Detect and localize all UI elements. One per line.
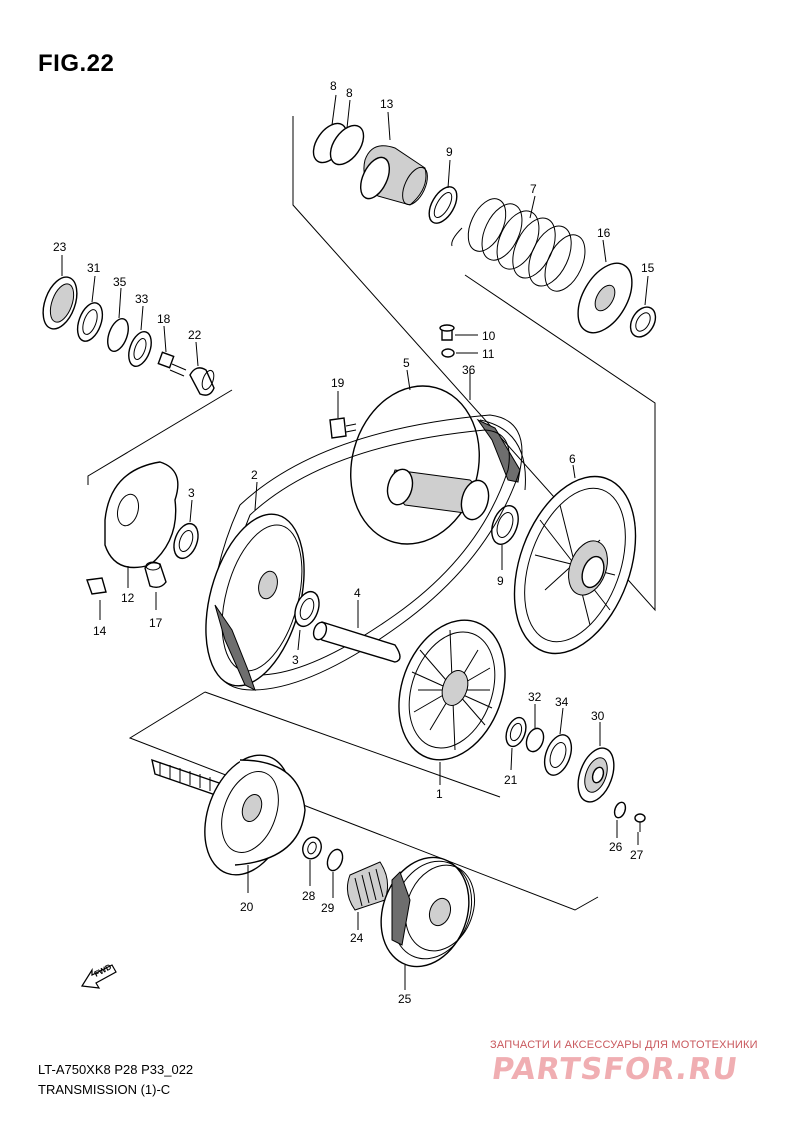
callout-label: 23: [53, 240, 67, 254]
part-29-washer: [326, 848, 344, 898]
callout-label: 27: [630, 848, 644, 862]
callout-label: 30: [591, 709, 605, 723]
part-17-roller: [144, 561, 167, 610]
part-33-washer: [128, 305, 152, 367]
fwd-arrow-icon: FWD: [80, 962, 117, 989]
part-36-cam-ring: [469, 372, 526, 491]
part-22-collar: [189, 341, 215, 396]
callout-label: 28: [302, 889, 316, 903]
part-14-slide-piece: [86, 577, 107, 620]
part-25-clutch-shoe: [380, 856, 475, 990]
callout-label: 16: [597, 226, 611, 240]
callout-label: 4: [354, 586, 361, 600]
callout-label: 6: [569, 452, 576, 466]
callout-label: 21: [504, 773, 518, 787]
part-5-driven-face: [350, 369, 490, 545]
callout-label: 15: [641, 261, 655, 275]
callout-label: 14: [93, 624, 107, 638]
part-9-washer-mid: [491, 505, 519, 570]
part-28-nut: [302, 836, 322, 886]
callout-label: 12: [121, 591, 135, 605]
part-30-bearing: [577, 722, 615, 803]
part-19-bolt: [329, 391, 357, 439]
callout-label: 3: [292, 653, 299, 667]
part-23-bearing: [42, 255, 78, 330]
part-3-washer-upper: [173, 499, 199, 560]
part-10-pin: [439, 324, 478, 341]
callout-label: 24: [350, 931, 364, 945]
bracket-lines: [87, 116, 656, 911]
callout-label: 31: [87, 261, 101, 275]
part-34-washer: [543, 707, 573, 776]
part-13-sleeve: [359, 111, 428, 206]
callout-label: 36: [462, 363, 476, 377]
part-4-spacer: [312, 600, 401, 663]
callout-label: 18: [157, 312, 171, 326]
part-18-bolt: [157, 325, 187, 377]
callout-label: 20: [240, 900, 254, 914]
callout-label: 9: [446, 145, 453, 159]
callout-label: 8: [330, 79, 337, 93]
callout-label: 11: [482, 347, 495, 361]
part-31-seal: [76, 275, 104, 342]
part-35-circlip: [107, 287, 129, 352]
part-26-washer: [613, 801, 627, 838]
callout-label: 34: [555, 695, 569, 709]
callout-label: 22: [188, 328, 202, 342]
part-21-bushing: [505, 716, 527, 771]
callout-labels: 8 8 13 9 7 16 15 23 31 35 33 18 22 10 11…: [53, 79, 655, 1006]
part-8-o-rings: [312, 94, 365, 166]
part-3-washer-lower: [294, 590, 320, 651]
callout-label: 29: [321, 901, 335, 915]
part-1-fan-face: [398, 619, 506, 785]
part-6-driven-pulley: [513, 464, 637, 655]
callout-label: 26: [609, 840, 623, 854]
callout-label: 9: [497, 574, 504, 588]
part-11-washer: [441, 348, 478, 358]
callout-label: 13: [380, 97, 394, 111]
part-9-washer-top: [428, 159, 458, 224]
callout-label: 35: [113, 275, 127, 289]
callout-label: 2: [251, 468, 258, 482]
part-24-needle-bearing: [346, 861, 389, 930]
part-7-spring: [451, 195, 586, 292]
callout-label: 7: [530, 182, 537, 196]
part-20-clutch-housing: [151, 754, 306, 893]
part-12-cam-plate: [104, 461, 179, 588]
callout-label: 10: [482, 329, 496, 343]
watermark-logo: PARTSFOR.RU: [489, 1052, 741, 1087]
callout-label: 32: [528, 690, 542, 704]
watermark-tagline: ЗАПЧАСТИ И АКСЕССУАРЫ ДЛЯ МОТОТЕХНИКИ: [490, 1039, 758, 1051]
part-16-spring-seat: [577, 239, 633, 334]
part-15-nut: [629, 275, 657, 338]
callout-label: 8: [346, 86, 353, 100]
callout-label: 5: [403, 356, 410, 370]
section-title: TRANSMISSION (1)-C: [38, 1082, 171, 1097]
callout-label: 1: [436, 787, 443, 801]
part-2-drive-belt: [205, 414, 523, 691]
callout-label: 3: [188, 486, 195, 500]
callout-label: 19: [331, 376, 345, 390]
callout-label: 33: [135, 292, 149, 306]
figure-title: FIG.22: [38, 50, 115, 77]
part-32-circlip: [525, 704, 545, 753]
part-27-screw: [634, 813, 646, 845]
callout-label: 17: [149, 616, 163, 630]
model-code: LT-A750XK8 P28 P33_022: [38, 1062, 194, 1077]
callout-label: 25: [398, 992, 412, 1006]
